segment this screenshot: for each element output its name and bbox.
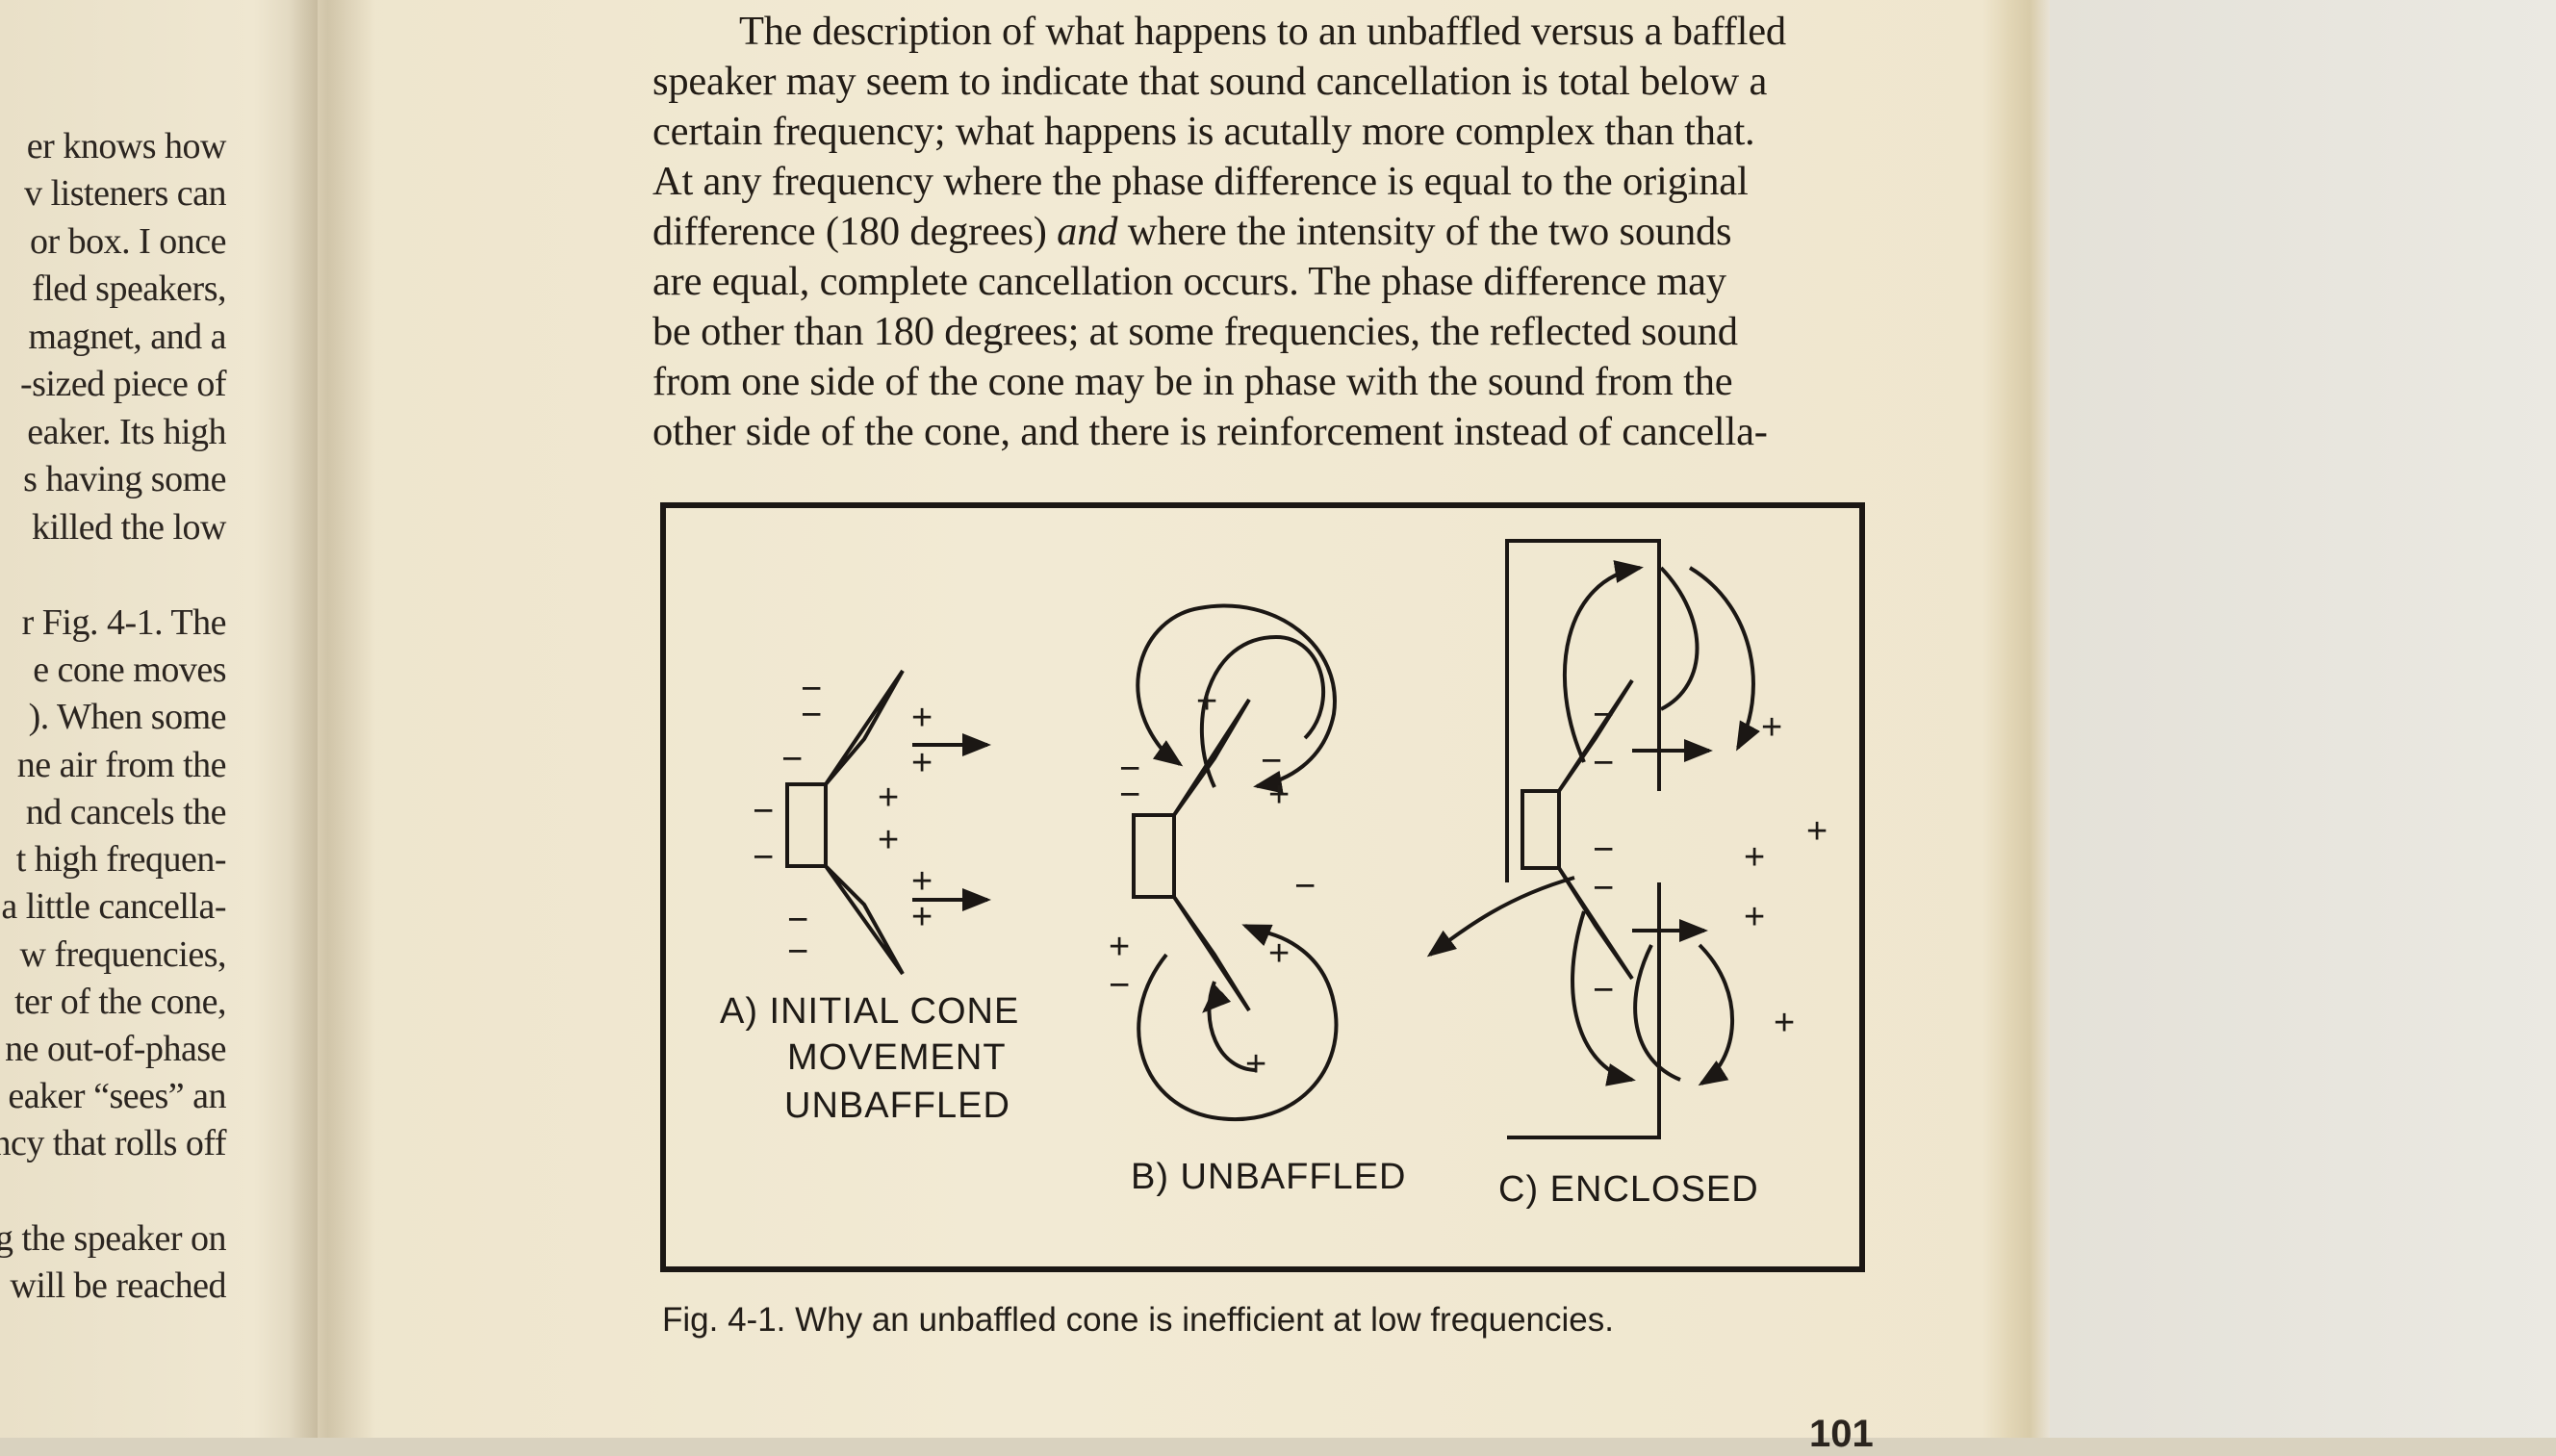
left-line: fled speakers, (32, 268, 226, 309)
plus-sign: + (1245, 1044, 1268, 1085)
table-surface (2050, 0, 2556, 1438)
left-line: er knows how (26, 126, 227, 166)
minus-sign: − (1593, 695, 1616, 735)
left-line: eaker. Its high (27, 412, 226, 452)
minus-sign: − (1109, 965, 1132, 1006)
minus-sign: − (753, 791, 776, 831)
paragraph-line: certain frequency; what happens is acuta… (652, 109, 1755, 154)
figure-label-a: A) INITIAL CONE (720, 991, 1020, 1032)
diagram-b-speaker (1132, 603, 1339, 1122)
plus-sign: + (1196, 681, 1219, 722)
paragraph-line: difference (180 degrees) and where the i… (652, 208, 1732, 255)
minus-sign: − (1593, 868, 1616, 908)
page-edge-shadow (1982, 0, 2050, 1438)
plus-sign: + (1109, 927, 1132, 967)
left-line: will be reached (10, 1265, 226, 1306)
plus-sign: + (1774, 1003, 1797, 1043)
plus-sign: + (911, 861, 934, 902)
paragraph-line: from one side of the cone may be in phas… (652, 359, 1733, 404)
paragraph-line: be other than 180 degrees; at some frequ… (652, 309, 1738, 354)
book-gutter (289, 0, 375, 1438)
plus-sign: + (911, 743, 934, 783)
minus-sign: − (1593, 970, 1616, 1010)
left-line: r Fig. 4-1. The (21, 602, 227, 643)
minus-sign: − (787, 932, 810, 972)
diagram-a-speaker (785, 669, 991, 976)
minus-sign: − (801, 695, 824, 735)
left-line: e cone moves (33, 650, 226, 690)
figure-label-c: C) ENCLOSED (1498, 1169, 1759, 1210)
paragraph-line: are equal, complete cancellation occurs.… (652, 259, 1726, 304)
paragraph-line: At any frequency where the phase differe… (652, 159, 1749, 204)
left-line: or box. I once (29, 221, 227, 262)
minus-sign: − (1119, 749, 1142, 789)
minus-sign: − (1261, 741, 1284, 781)
figure-label-a: UNBAFFLED (784, 1086, 1010, 1126)
left-line: nd cancels the (25, 792, 227, 832)
figure-label-a: MOVEMENT (787, 1037, 1007, 1078)
plus-sign: + (878, 778, 901, 818)
minus-sign: − (781, 739, 805, 779)
paragraph-text: where the intensity of the two sounds (1117, 209, 1732, 254)
paragraph-line: speaker may seem to indicate that sound … (652, 59, 1768, 104)
paragraph-line: The description of what happens to an un… (739, 9, 1786, 54)
left-line: v listeners can (24, 173, 226, 214)
paragraph-text: difference (180 degrees) (652, 209, 1058, 254)
plus-sign: + (1268, 775, 1291, 815)
plus-sign: + (878, 820, 901, 860)
plus-sign: + (1744, 837, 1767, 878)
left-line: ). When some (28, 697, 227, 737)
page-number: 101 (1809, 1413, 1874, 1455)
plus-sign: + (1806, 811, 1829, 852)
minus-sign: − (787, 900, 810, 940)
left-line: w frequencies, (19, 934, 226, 975)
figure-caption: Fig. 4-1. Why an unbaffled cone is ineff… (662, 1301, 1614, 1339)
left-line: a little cancella- (1, 886, 226, 927)
minus-sign: − (1593, 830, 1616, 870)
minus-sign: − (1294, 866, 1317, 907)
figure-frame (660, 502, 1865, 1272)
minus-sign: − (753, 837, 776, 878)
minus-sign: − (801, 669, 824, 709)
emphasis-text: and (1057, 209, 1118, 254)
speaker-diagram (785, 539, 1760, 1139)
left-page (0, 0, 318, 1438)
right-page (318, 0, 2040, 1438)
plus-sign: + (911, 897, 934, 937)
left-line: g the speaker on (0, 1218, 226, 1259)
minus-sign: − (1593, 743, 1616, 783)
left-line: -sized piece of (19, 364, 227, 404)
left-line: magnet, and a (28, 317, 226, 357)
left-line: eaker “sees” an (8, 1076, 226, 1116)
left-line: ne out-of-phase (5, 1029, 226, 1069)
plus-sign: + (911, 698, 934, 738)
left-line: t high frequen- (15, 839, 227, 880)
left-line: killed the low (32, 507, 226, 548)
minus-sign: − (1119, 775, 1142, 815)
plus-sign: + (1268, 933, 1291, 974)
paragraph-line: other side of the cone, and there is rei… (652, 409, 1768, 454)
diagram-c-speaker (1426, 539, 1760, 1139)
left-line: s having some (23, 459, 226, 499)
left-line: ne air from the (16, 745, 227, 785)
plus-sign: + (1761, 707, 1784, 748)
left-line: ter of the cone, (14, 982, 226, 1022)
left-line: ncy that rolls off (0, 1123, 226, 1163)
figure-label-b: B) UNBAFFLED (1131, 1157, 1407, 1197)
plus-sign: + (1744, 897, 1767, 937)
